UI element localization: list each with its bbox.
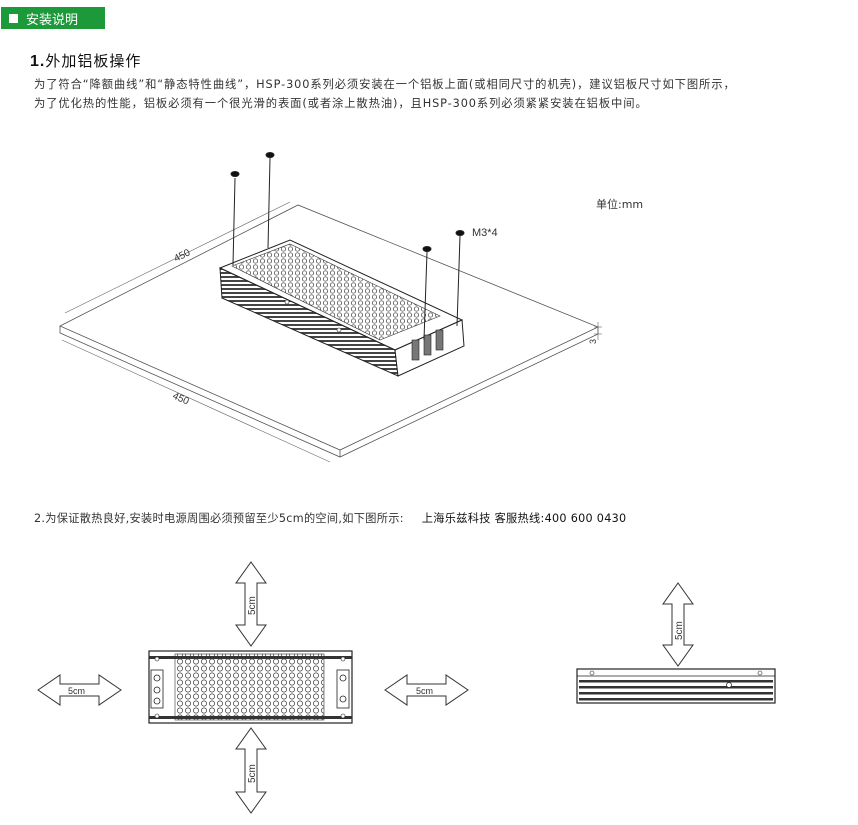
section1-number: 1. <box>30 53 46 70</box>
clearance-arrow-side: 5cm <box>662 582 694 667</box>
square-icon <box>9 13 18 23</box>
clearance-arrow-top: 5cm <box>235 561 267 647</box>
section2-instruction: 2.为保证散热良好,安装时电源周围必须预留至少5cm的空间,如下图所示: <box>34 512 404 525</box>
power-supply-side-view <box>576 668 776 704</box>
dim-thickness-label: 3 <box>588 339 598 344</box>
screws <box>230 152 465 341</box>
power-supply-top-view <box>148 650 353 724</box>
dim-length-label: 450 <box>171 391 191 408</box>
unit-label: 单位:mm <box>596 198 644 211</box>
section2-text: 2.为保证散热良好,安装时电源周围必须预留至少5cm的空间,如下图所示: 上海乐兹… <box>34 510 626 526</box>
clearance-diagram: 5cm 5cm 5cm 5cm 5cm <box>37 561 776 814</box>
section1-heading: 外加铝板操作 <box>45 52 142 70</box>
section-header-title: 安装说明 <box>26 12 79 28</box>
hotline-text: 上海乐兹科技 客服热线:400 600 0430 <box>421 512 627 525</box>
section1-line2: 为了优化热的性能，铝板必须有一个很光滑的表面(或者涂上散热油)，且HSP-300… <box>34 97 648 110</box>
clearance-top-label: 5cm <box>247 596 258 615</box>
section-header: 安装说明 <box>1 7 105 29</box>
power-supply-3d <box>218 239 465 377</box>
section1-line1: 为了符合“降额曲线”和“静态特性曲线”，HSP-300系列必须安装在一个铝板上面… <box>34 78 736 91</box>
section1-title: 1.外加铝板操作 <box>30 50 141 71</box>
clearance-arrow-right: 5cm <box>384 674 469 706</box>
clearance-right-label: 5cm <box>416 686 433 696</box>
mounting-plate-diagram: 450 450 3 M3*4 <box>59 152 602 463</box>
clearance-left-label: 5cm <box>68 686 85 696</box>
screw-label: M3*4 <box>472 227 498 239</box>
clearance-bottom-label: 5cm <box>247 764 258 783</box>
clearance-arrow-left: 5cm <box>37 674 122 706</box>
clearance-side-label: 5cm <box>674 621 685 640</box>
clearance-arrow-bottom: 5cm <box>235 727 267 814</box>
